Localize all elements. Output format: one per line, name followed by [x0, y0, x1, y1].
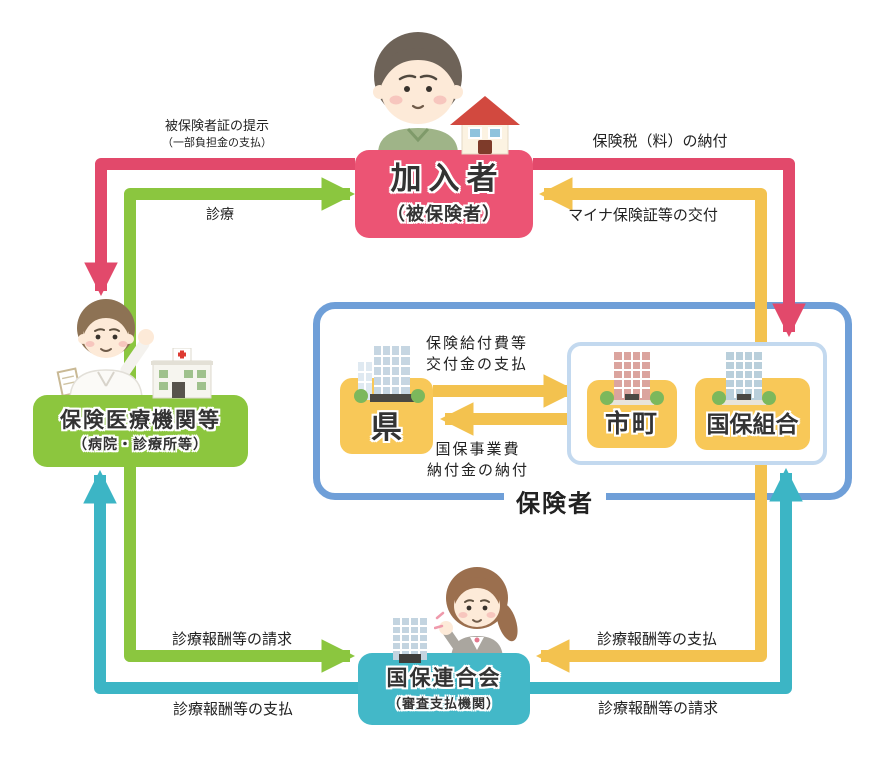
label-pay-right: 診療報酬等の支払 — [596, 630, 718, 648]
node-iryokikan: 保険医療機関等 （病院・診療所等） — [33, 395, 248, 467]
label-levy: 国保事業費 納付金の納付 — [426, 440, 530, 479]
doctor-illustration — [56, 299, 154, 400]
label-maina-card: マイナ保険証等の交付 — [568, 206, 718, 224]
label-claim-right: 診療報酬等の請求 — [597, 699, 719, 717]
city-town-label: 市町 — [604, 409, 659, 438]
node-kanyusha: 加入者 （被保険者） — [355, 150, 533, 238]
hospital-icon — [151, 348, 213, 399]
flow-insurance-tax-arrow — [533, 158, 806, 338]
flow-card-presentation-arrow — [84, 158, 355, 297]
house-icon — [450, 96, 520, 155]
flow-claim-right-arrow — [530, 467, 803, 694]
kokuho-union-building-icon — [712, 352, 776, 405]
kanyusha-sublabel: （被保険者） — [387, 203, 501, 225]
prefecture-label: 県 — [371, 409, 402, 446]
flow-shinryo-arrow — [124, 177, 356, 656]
prefecture-building-icon — [354, 346, 425, 403]
flow-claim-left-arrow — [124, 639, 356, 673]
rengokai-sublabel: （審査支払機関） — [387, 696, 500, 712]
rengokai-label: 国保連合会 — [386, 666, 502, 691]
hokensha-group-label: 保険者 — [504, 483, 606, 519]
label-pay-left: 診療報酬等の支払 — [172, 700, 294, 718]
label-claim-left: 診療報酬等の請求 — [171, 630, 293, 648]
insured-person-illustration — [373, 32, 463, 154]
federation-building-icon — [393, 618, 427, 663]
flow-pay-left-arrow — [83, 469, 358, 694]
label-insurance-tax: 保険税（料）の納付 — [592, 132, 728, 150]
office-woman-illustration — [434, 567, 518, 660]
city-town-building-icon — [600, 352, 664, 405]
flow-pay-right-arrow — [535, 639, 767, 673]
kanyusha-label: 加入者 — [390, 161, 505, 198]
label-shinryo: 診療 — [206, 207, 234, 223]
iryokikan-sublabel: （病院・診療所等） — [73, 437, 208, 454]
kokuho-union-label: 国保組合 — [706, 412, 799, 438]
flow-maina-card-arrow — [538, 177, 767, 656]
label-card-presentation: 被保険者証の提示 （一部負担金の支払） — [162, 119, 272, 149]
iryokikan-label: 保険医療機関等 — [60, 407, 221, 432]
label-grant: 保険給付費等 交付金の支払 — [425, 334, 529, 373]
node-rengokai: 国保連合会 （審査支払機関） — [358, 653, 530, 725]
